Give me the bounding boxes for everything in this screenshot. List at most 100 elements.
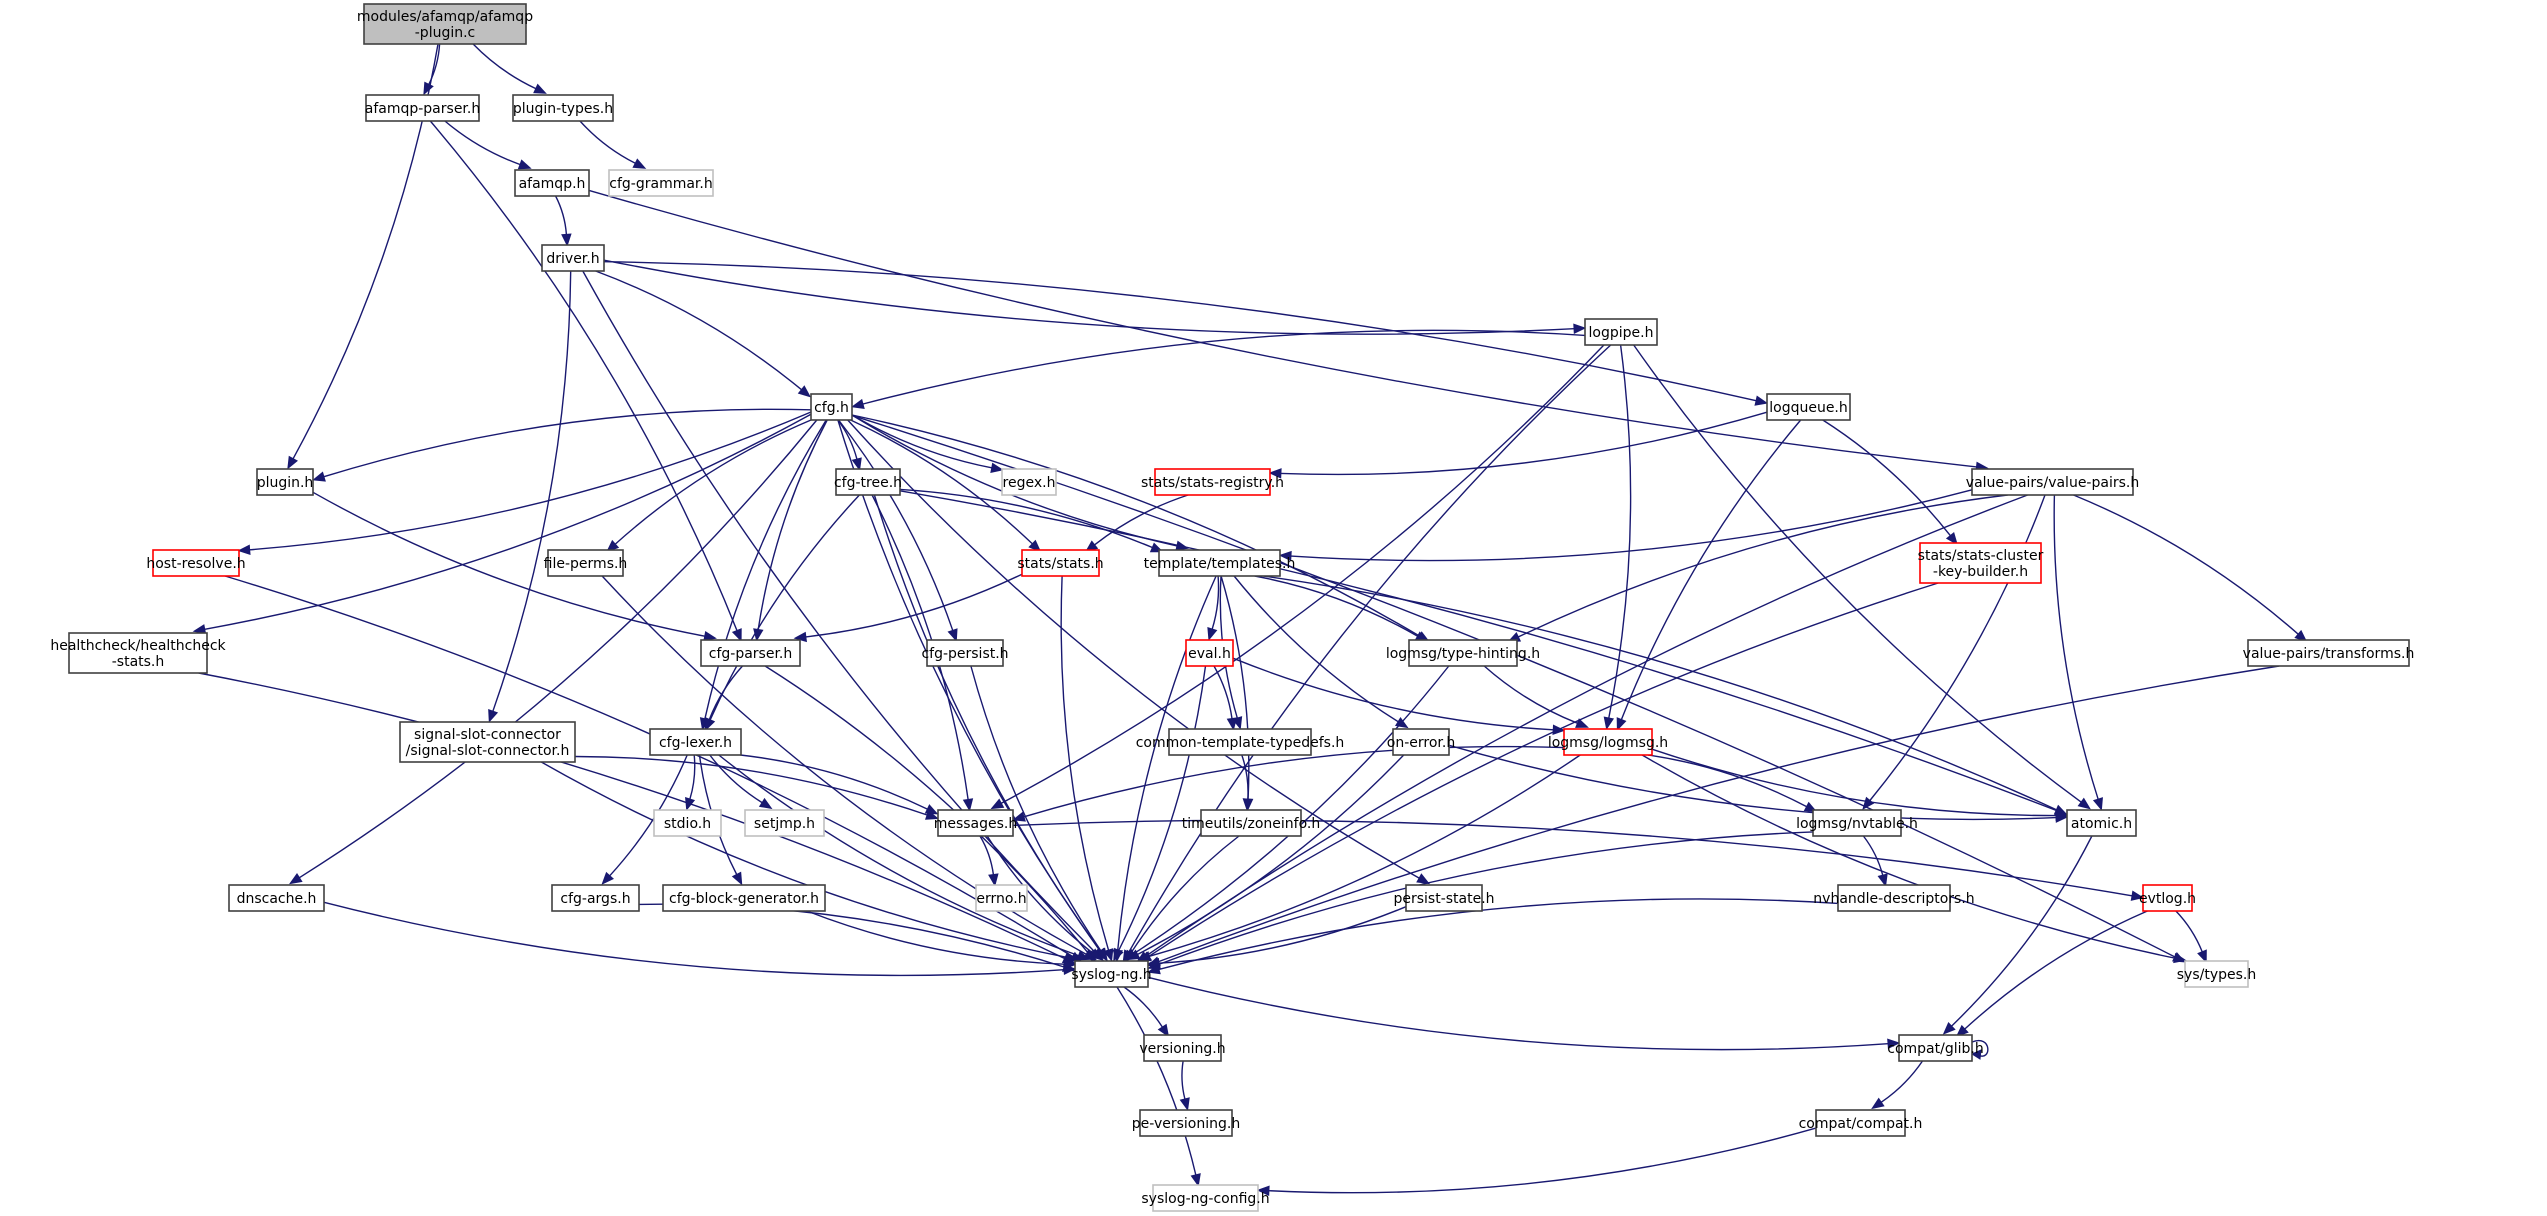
edge-afamqp-to-value_pairs (588, 189, 1989, 472)
node-syslog-ng[interactable]: syslog-ng.h (1071, 960, 1152, 988)
node-label: -plugin.c (415, 25, 476, 41)
node-box (2247, 639, 2410, 667)
node-label: logmsg/nvtable.h (1796, 816, 1918, 832)
node-logmsg[interactable]: logmsg/logmsg.h (1548, 728, 1668, 756)
node-label: healthcheck/healthcheck (50, 638, 226, 654)
node-box (1563, 728, 1653, 756)
edge-syslog_ng-to-compat_glib (1147, 976, 1901, 1051)
arrowhead-icon (1103, 948, 1114, 962)
edge-logpipe-to-logmsg (1603, 344, 1632, 731)
node-signal-slot[interactable]: signal-slot-connector/signal-slot-connec… (399, 721, 576, 763)
node-persist-state[interactable]: persist-state.h (1393, 884, 1495, 912)
node-sys-types: sys/types.h (2177, 960, 2256, 988)
node-evtlog[interactable]: evtlog.h (2139, 884, 2196, 912)
edge-templates-to-syslog_ng (1112, 575, 1217, 963)
arrowhead-icon (731, 871, 743, 886)
node-value-pairs[interactable]: value-pairs/value-pairs.h (1966, 468, 2139, 496)
node-label: logmsg/type-hinting.h (1386, 646, 1540, 662)
node-box (1837, 884, 1951, 912)
edge-cfg_parser-to-cfg_lexer (704, 665, 744, 732)
edge-root-to-plugin_types (472, 43, 547, 94)
node-atomic[interactable]: atomic.h (2066, 809, 2137, 837)
node-cfg-parser[interactable]: cfg-parser.h (700, 639, 801, 667)
node-compat-compat[interactable]: compat/compat.h (1799, 1109, 1923, 1137)
node-logpipe[interactable]: logpipe.h (1584, 318, 1658, 346)
arrowhead-icon (1942, 1022, 1956, 1035)
node-cfg-persist[interactable]: cfg-persist.h (921, 639, 1009, 667)
arrowhead-icon (1124, 949, 1136, 964)
node-healthcheck[interactable]: healthcheck/healthcheck-stats.h (50, 632, 227, 674)
node-label: afamqp-parser.h (365, 101, 480, 117)
node-stats-registry[interactable]: stats/stats-registry.h (1141, 468, 1284, 496)
node-templates[interactable]: template/templates.h (1144, 549, 1296, 577)
node-transforms[interactable]: value-pairs/transforms.h (2243, 639, 2415, 667)
node-box (975, 884, 1028, 912)
node-label: regex.h (1003, 475, 1056, 491)
edge-value_pairs-to-templates (1278, 489, 1973, 562)
edge-stats-to-syslog_ng (1060, 575, 1114, 962)
node-common-tt[interactable]: common-template-typedefs.h (1136, 728, 1345, 756)
arrowhead-icon (990, 798, 1005, 810)
node-box (68, 632, 208, 674)
node-label: template/templates.h (1144, 556, 1296, 572)
edge-cfg_lexer-to-messages (740, 754, 939, 815)
node-cfg[interactable]: cfg.h (810, 393, 853, 421)
edge-cfg-to-dnscache (288, 419, 818, 885)
arrowhead-icon (1012, 811, 1026, 822)
edge-eval-to-common_tt (1213, 665, 1238, 731)
edge-driver-to-syslog_ng (582, 270, 1104, 961)
node-type-hinting[interactable]: logmsg/type-hinting.h (1386, 639, 1540, 667)
arrowhead-icon (1113, 947, 1124, 962)
arrowhead-icon (2092, 797, 2103, 811)
node-nvtable[interactable]: logmsg/nvtable.h (1796, 809, 1918, 837)
node-versioning[interactable]: versioning.h (1139, 1034, 1226, 1062)
edge-cfg_tree-to-cfg_lexer (705, 494, 860, 732)
node-nvhandle-desc[interactable]: nvhandle-descriptors.h (1813, 884, 1975, 912)
node-eval[interactable]: eval.h (1185, 639, 1234, 667)
node-box (1001, 468, 1057, 496)
node-box (1158, 549, 1281, 577)
node-plugin-types[interactable]: plugin-types.h (512, 94, 614, 122)
arrowhead-icon (1190, 1173, 1201, 1187)
node-pe-versioning[interactable]: pe-versioning.h (1132, 1109, 1240, 1137)
node-dnscache[interactable]: dnscache.h (228, 884, 325, 912)
edge-zoneinfo-to-syslog_ng (1124, 835, 1240, 964)
edge-messages-to-syslog_ng (986, 835, 1103, 961)
node-box (514, 169, 590, 197)
edge-cfg-to-cfg_tree (837, 419, 862, 472)
node-afamqp-parser[interactable]: afamqp-parser.h (365, 94, 480, 122)
arrowhead-icon (2077, 797, 2091, 810)
node-zoneinfo[interactable]: timeutils/zoneinfo.h (1182, 809, 1321, 837)
arrowhead-icon (1076, 950, 1091, 961)
arrowhead-icon (1970, 1049, 1982, 1060)
node-compat-glib[interactable]: compat/glib.h (1887, 1034, 1984, 1062)
node-label: stats/stats-cluster (1918, 548, 2044, 564)
node-plugin[interactable]: plugin.h (256, 468, 314, 496)
node-root[interactable]: modules/afamqp/afamqp-plugin.c (357, 3, 533, 45)
node-label: cfg-args.h (560, 891, 630, 907)
node-cfg-args[interactable]: cfg-args.h (551, 884, 640, 912)
node-on-error[interactable]: on-error.h (1387, 728, 1455, 756)
edge-evtlog-to-compat_glib (1955, 910, 2148, 1038)
arrowhead-icon (1088, 948, 1103, 961)
node-stats-cluster-kb[interactable]: stats/stats-cluster-key-builder.h (1918, 542, 2044, 584)
node-messages[interactable]: messages.h (934, 809, 1018, 837)
node-stats[interactable]: stats/stats.h (1017, 549, 1104, 577)
node-driver[interactable]: driver.h (541, 244, 605, 272)
node-label: cfg-parser.h (709, 646, 793, 662)
node-box (1139, 1109, 1233, 1137)
node-logqueue[interactable]: logqueue.h (1766, 393, 1851, 421)
node-host-resolve[interactable]: host-resolve.h (146, 549, 246, 577)
arrowhead-icon (1147, 964, 1161, 975)
node-cfg-block-gen[interactable]: cfg-block-generator.h (662, 884, 826, 912)
edge-cfg_lexer-to-syslog_ng (718, 754, 1091, 961)
arrowhead-icon (1871, 1097, 1885, 1110)
node-cfg-tree[interactable]: cfg-tree.h (834, 468, 902, 496)
node-cfg-lexer[interactable]: cfg-lexer.h (649, 728, 742, 756)
node-box (1971, 468, 2134, 496)
node-label: host-resolve.h (146, 556, 245, 572)
node-label: compat/compat.h (1799, 1116, 1923, 1132)
node-box (2184, 960, 2249, 988)
node-file-perms[interactable]: file-perms.h (544, 549, 628, 577)
node-afamqp[interactable]: afamqp.h (514, 169, 590, 197)
